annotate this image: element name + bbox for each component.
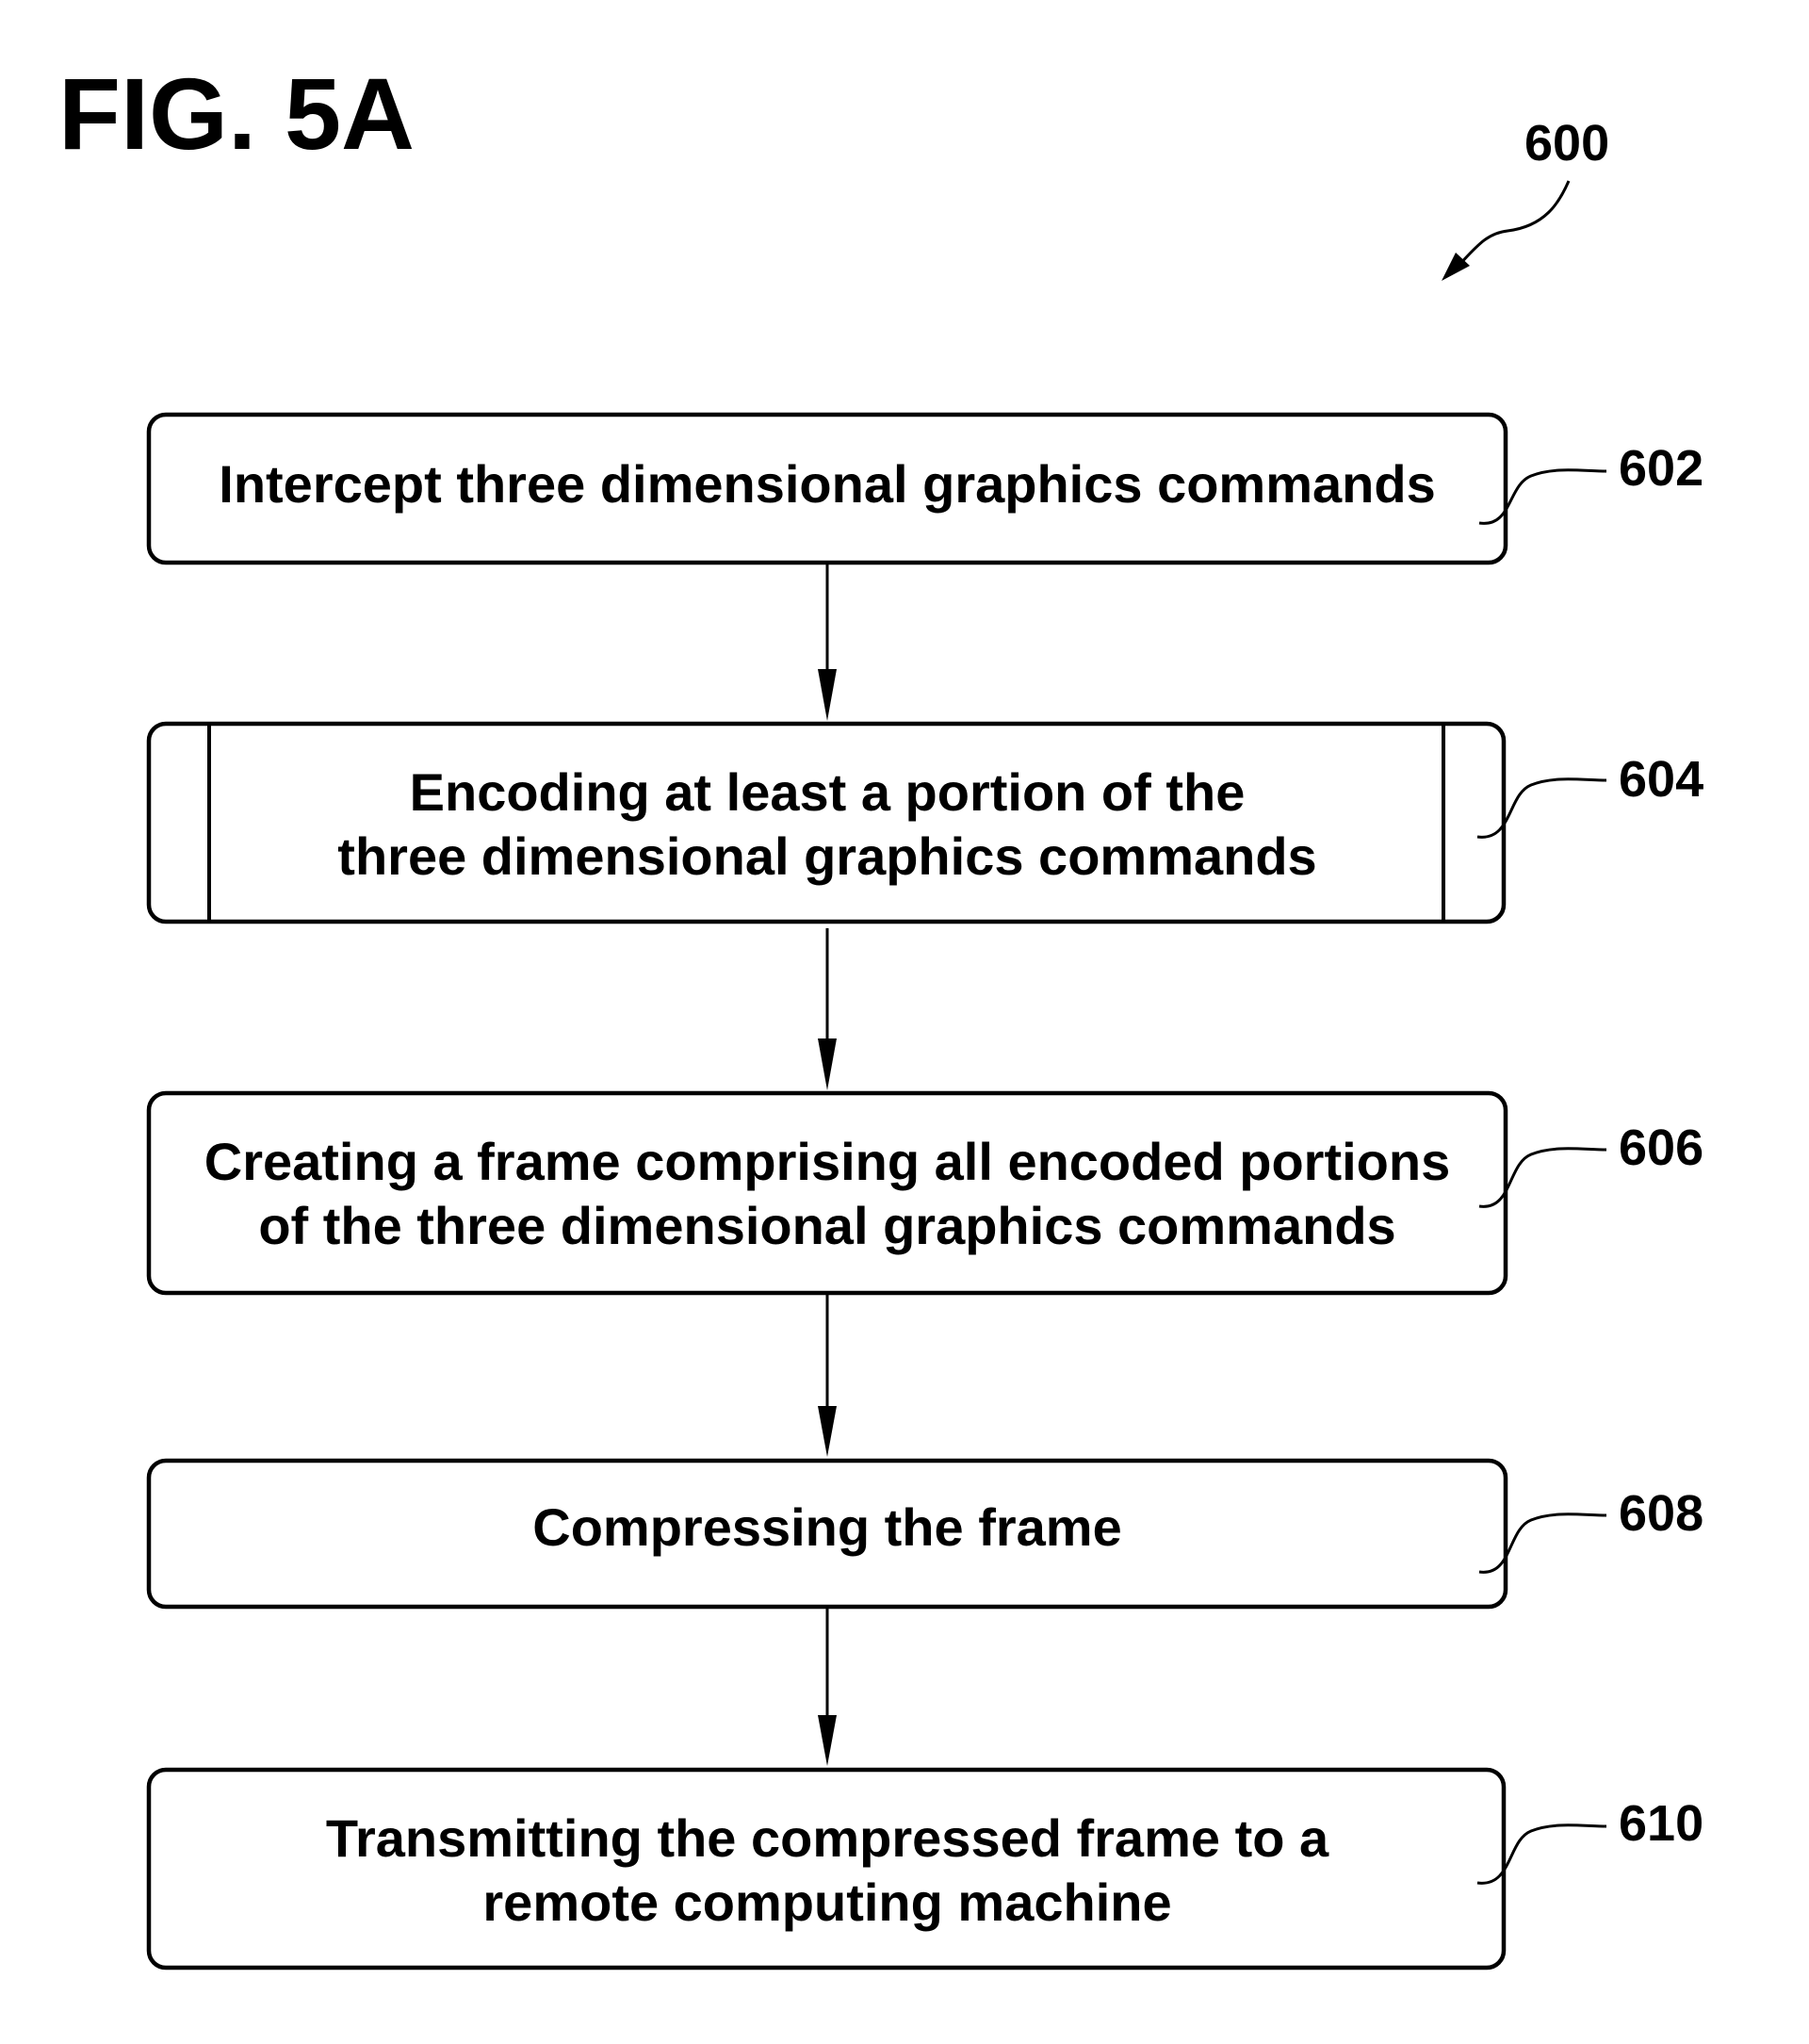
- step-604-line-1: Encoding at least a portion of the: [410, 762, 1246, 822]
- arrow-604-606-head: [818, 1038, 837, 1090]
- step-610-reference: 610: [1619, 1795, 1703, 1852]
- figure-reference-leader: [1451, 181, 1569, 273]
- step-606-line-2: of the three dimensional graphics comman…: [258, 1196, 1395, 1255]
- step-610: Transmitting the compressed frame to a r…: [149, 1770, 1703, 1968]
- step-606-box: [149, 1093, 1506, 1293]
- step-608: Compressing the frame 608: [149, 1461, 1703, 1607]
- step-610-line-1: Transmitting the compressed frame to a: [326, 1808, 1329, 1868]
- step-602-line-1: Intercept three dimensional graphics com…: [219, 454, 1435, 514]
- figure-reference-number: 600: [1524, 115, 1609, 172]
- arrow-602-604-head: [818, 669, 837, 721]
- step-606: Creating a frame comprising all encoded …: [149, 1093, 1703, 1293]
- step-606-line-1: Creating a frame comprising all encoded …: [204, 1132, 1450, 1191]
- step-602-reference: 602: [1619, 440, 1703, 497]
- step-604-box: [149, 724, 1504, 922]
- step-602: Intercept three dimensional graphics com…: [149, 415, 1703, 563]
- step-604-line-2: three dimensional graphics commands: [337, 826, 1316, 886]
- step-610-line-2: remote computing machine: [482, 1872, 1171, 1932]
- step-608-line-1: Compressing the frame: [532, 1497, 1122, 1557]
- arrow-608-610-head: [818, 1715, 837, 1766]
- figure-title: FIG. 5A: [58, 57, 415, 171]
- step-608-reference: 608: [1619, 1485, 1703, 1542]
- step-604-reference: 604: [1619, 751, 1703, 808]
- step-606-reference: 606: [1619, 1120, 1703, 1176]
- step-604: Encoding at least a portion of the three…: [149, 724, 1703, 922]
- step-610-box: [149, 1770, 1504, 1968]
- arrow-606-608-head: [818, 1406, 837, 1457]
